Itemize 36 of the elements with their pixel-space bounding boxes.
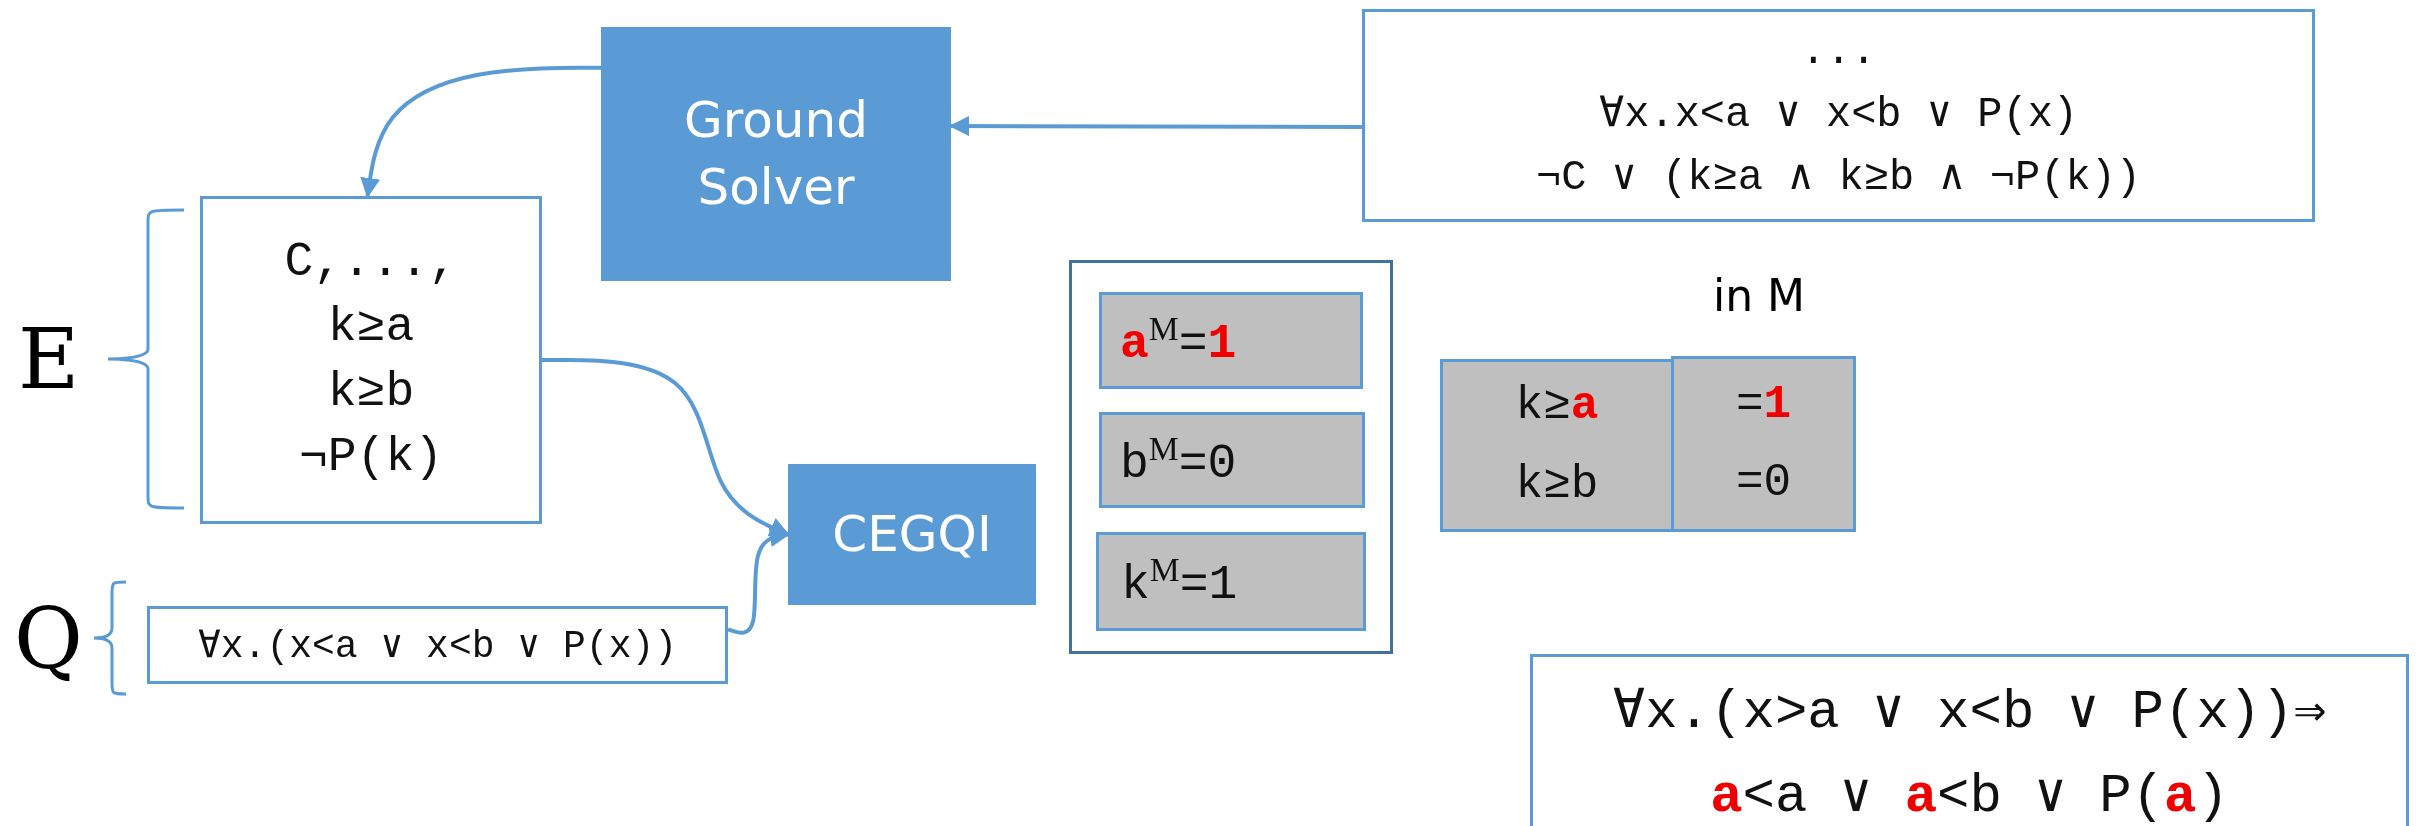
formula-text: k$^{M}$=1 (1121, 551, 1238, 612)
process-box (601, 27, 951, 281)
label-text: E (18, 310, 80, 408)
formula-text: ¬P(k) (299, 428, 443, 486)
formula-text: k≥a (327, 299, 415, 357)
formula-text: k≥a (1515, 379, 1599, 435)
formula-text: =1 (1735, 377, 1792, 433)
value-cell (1099, 292, 1363, 389)
formula-box (1530, 654, 2409, 826)
formula-text: =0 (1735, 456, 1792, 511)
formula-text: ¬C ∨ (k≥a ∧ k≥b ∧ ¬P(k)) (1535, 153, 2142, 204)
formula-box (200, 196, 542, 524)
arrow (542, 358, 790, 537)
arrow (360, 65, 601, 198)
label-text: in M (1713, 270, 1806, 321)
formula-text: ∀x.(x>a ∨ x<b ∨ P(x))⇒ a<a ∨ a<b ∨ P(a) (1611, 681, 2328, 826)
formula-text: Ground Solver (683, 89, 869, 218)
formula-text: CEGQI (832, 503, 992, 565)
value-cell (1099, 412, 1365, 508)
formula-text: ... (1800, 27, 1877, 78)
formula-text: b$^{M}$=0 (1120, 429, 1237, 491)
panel-box (1069, 260, 1393, 654)
value-cell (1096, 532, 1366, 631)
label-text: Q (14, 590, 83, 688)
formula-text: ∀x.x<a ∨ x<b ∨ P(x) (1598, 90, 2079, 141)
formula-box (1362, 9, 2315, 222)
arrow (727, 527, 790, 635)
formula-text: k≥b (327, 364, 415, 421)
formula-text: a$^{M}$=1 (1120, 310, 1237, 371)
process-box (788, 464, 1036, 605)
formula-text: k≥b (1515, 457, 1599, 513)
formula-box (147, 606, 728, 684)
value-cell (1671, 356, 1856, 532)
value-cell (1440, 359, 1674, 532)
formula-text: ∀x.(x<a ∨ x<b ∨ P(x)) (197, 624, 678, 668)
formula-text: C,..., (284, 234, 458, 292)
